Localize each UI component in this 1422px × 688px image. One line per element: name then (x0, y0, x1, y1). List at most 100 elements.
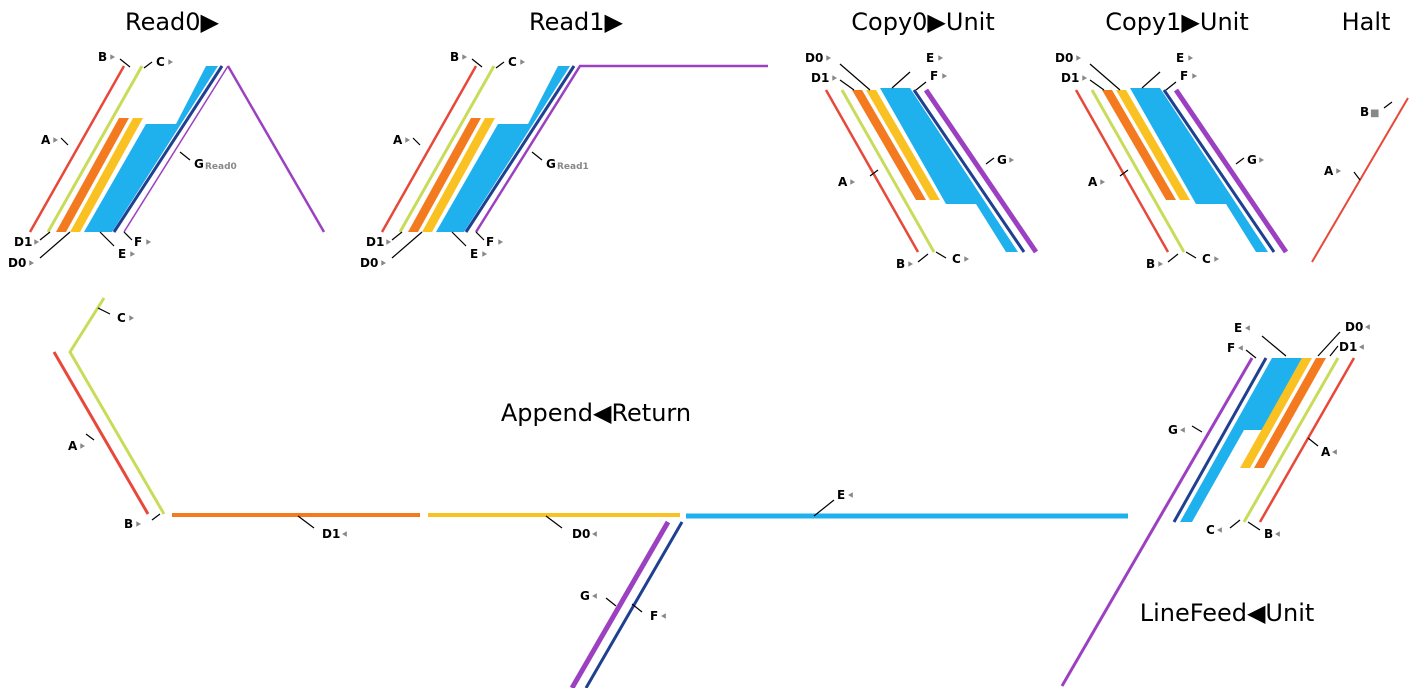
labels-copy1: D0 ⯈ D1 ⯈ E ⯈ F ⯈ A ⯈ B ⯈ C ⯈ G ⯈ (1055, 51, 1265, 271)
track-f (1172, 357, 1268, 523)
title-read0: Read0▶ (125, 8, 220, 36)
label-b: B (98, 50, 107, 64)
panel-copy0 (824, 88, 1039, 254)
label-e: E (470, 247, 478, 261)
label-d1: D1 (322, 527, 340, 541)
arrow-right-icon: ⯈ (496, 238, 504, 249)
label-f: F (1227, 341, 1235, 355)
label-b: B (450, 50, 459, 64)
label-f: F (486, 235, 494, 249)
label-f: F (1180, 69, 1188, 83)
label-d0: D0 (8, 256, 26, 270)
arrow-right-icon: ⯈ (1212, 255, 1220, 266)
title-read1: Read1▶ (529, 8, 624, 36)
label-c: C (952, 252, 961, 266)
label-e: E (118, 247, 126, 261)
label-e: E (837, 488, 845, 502)
track-f (112, 65, 224, 233)
track-d1 (56, 118, 129, 232)
panel-copy1 (1074, 88, 1289, 254)
arrow-left-icon: ⯇ (591, 592, 599, 603)
track-d1 (1254, 358, 1326, 468)
track-e (880, 88, 1018, 252)
track-e (84, 66, 218, 232)
title-append: Append◀Return (501, 399, 691, 427)
labels-append-return: C ⯈ A ⯈ B ⯈ D1 ⯇ D0 ⯇ E ⯇ G ⯇ F ⯇ (68, 307, 855, 623)
arrow-left-icon: ⯇ (591, 530, 599, 541)
arrow-right-icon: ⯈ (830, 74, 838, 85)
label-c: C (1206, 523, 1215, 537)
title-linefeed: LineFeed◀Unit (1140, 599, 1315, 627)
label-g-subscript: Read0 (205, 162, 237, 172)
arrow-left-icon: ⯇ (1237, 344, 1245, 355)
label-g: G (1247, 153, 1257, 167)
label-a: A (1324, 164, 1334, 178)
arrow-left-icon: ⯇ (1331, 448, 1339, 459)
track-d1 (408, 118, 481, 232)
label-d0: D0 (1055, 51, 1073, 65)
track-g (1173, 88, 1289, 254)
arrow-right-icon: ⯈ (144, 238, 152, 249)
track-a (28, 65, 126, 233)
track-g (1060, 357, 1254, 687)
label-b: B (1360, 105, 1369, 119)
arrow-right-icon: ⯈ (460, 53, 468, 64)
labels-read1: A ⯈ B ⯈ C ⯈ D1 ⯈ D0 ⯈ E ⯈ F ⯈ G Read1 (360, 50, 589, 270)
label-c: C (508, 55, 517, 69)
arrow-left-icon: ⯇ (1364, 323, 1372, 334)
track-b (46, 65, 144, 233)
track-a (380, 65, 478, 233)
panel-append-return (52, 297, 1128, 688)
arrow-left-icon: ⯇ (1216, 526, 1224, 537)
arrow-left-icon: ⯇ (1179, 426, 1187, 437)
arrow-left-icon: ⯇ (1244, 324, 1252, 335)
track-a (1258, 357, 1356, 523)
arrow-right-icon: ⯈ (1190, 72, 1198, 83)
arrow-right-icon: ⯈ (940, 72, 948, 83)
label-e: E (1176, 51, 1184, 65)
panel-halt: B ■ A ⯈ (1311, 97, 1409, 263)
track-g (923, 88, 1039, 254)
label-d1: D1 (1061, 71, 1079, 85)
label-c: C (156, 55, 165, 69)
track-a (52, 351, 150, 515)
panel-read1 (380, 64, 768, 233)
arrow-right-icon: ⯈ (936, 54, 944, 65)
arrow-right-icon: ⯈ (1257, 156, 1265, 167)
arrow-right-icon: ⯈ (1186, 54, 1194, 65)
arrow-right-icon: ⯈ (108, 53, 116, 64)
arrow-right-icon: ⯈ (1080, 74, 1088, 85)
label-d0: D0 (805, 51, 823, 65)
arrow-right-icon: ⯈ (379, 259, 387, 270)
label-d0: D0 (572, 527, 590, 541)
label-d0: D0 (1345, 320, 1363, 334)
track-e (436, 66, 570, 232)
arrow-right-icon: ⯈ (166, 58, 174, 69)
panel-linefeed (1060, 357, 1356, 687)
arrow-right-icon: ⯈ (134, 520, 142, 531)
track-a (1074, 89, 1170, 253)
label-f: F (134, 235, 142, 249)
track-g (474, 64, 768, 233)
label-f: F (650, 609, 658, 623)
track-d1 (852, 90, 926, 200)
arrow-right-icon: ⯈ (403, 136, 411, 147)
arrow-right-icon: ⯈ (128, 250, 136, 261)
arrow-right-icon: ⯈ (78, 442, 86, 453)
label-d0: D0 (360, 256, 378, 270)
label-g: G (194, 157, 204, 171)
track-b (1090, 89, 1186, 253)
track-d1 (1102, 90, 1176, 200)
label-c: C (1202, 252, 1211, 266)
labels-read0: A ⯈ B ⯈ C ⯈ D1 ⯈ D0 ⯈ E ⯈ F ⯈ G Read0 (8, 50, 237, 270)
title-copy0: Copy0▶Unit (851, 8, 994, 36)
label-g: G (1168, 423, 1178, 437)
track-b (398, 65, 496, 233)
track-d0 (1240, 358, 1312, 468)
label-b: B (124, 517, 133, 531)
label-d1: D1 (14, 235, 32, 249)
label-a: A (393, 133, 403, 147)
arrow-right-icon: ⯈ (127, 314, 135, 325)
track-d0 (1116, 90, 1190, 200)
